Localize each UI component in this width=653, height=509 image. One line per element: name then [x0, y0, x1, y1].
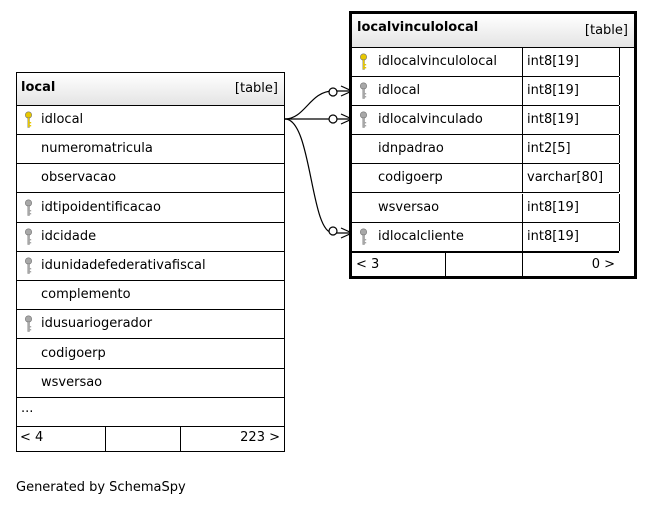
optional-marker	[328, 226, 338, 236]
table-header: localvinculolocal [table]	[352, 14, 634, 48]
column-row-codigoerp[interactable]: codigoerp	[17, 340, 284, 369]
column-name: idlocalcliente	[378, 228, 464, 244]
foreign-key-icon	[24, 257, 33, 274]
column-row-idlocalcliente[interactable]: idlocalcliente int8[19]	[352, 222, 620, 252]
children-count[interactable]: 223 >	[240, 430, 280, 445]
column-type: int8[19]	[527, 112, 579, 128]
column-name: idtipoidentificacao	[41, 199, 161, 215]
column-name: idunidadefederativafiscal	[41, 258, 206, 273]
table-header: local [table]	[17, 73, 284, 106]
more-columns-row: ...	[17, 398, 284, 427]
table-local[interactable]: local [table] idlocal numeromatricula obse…	[16, 72, 285, 452]
column-row-observacao[interactable]: observacao	[17, 164, 284, 194]
column-row-idusuariogerador[interactable]: idusuariogerador	[17, 310, 284, 340]
table-name: localvinculolocal	[357, 20, 479, 35]
column-row-numeromatricula[interactable]: numeromatricula	[17, 135, 284, 165]
column-name: idlocalvinculado	[378, 112, 483, 128]
parents-count[interactable]: < 4	[17, 426, 106, 452]
column-row-codigoerp[interactable]: codigoerp varchar[80]	[352, 164, 620, 194]
column-type: int2[5]	[527, 141, 571, 157]
parents-count[interactable]: < 3	[352, 253, 446, 279]
column-row-complemento[interactable]: complemento	[17, 281, 284, 311]
column-name: wsversao	[378, 199, 440, 215]
column-type: int8[19]	[527, 83, 579, 99]
foreign-key-icon	[359, 111, 368, 128]
column-name: complemento	[41, 287, 131, 303]
column-row-idlocalvinculolocal[interactable]: idlocalvinculolocal int8[19]	[352, 48, 620, 77]
optional-marker	[328, 114, 338, 124]
column-name: idcidade	[41, 228, 97, 244]
column-name: wsversao	[41, 374, 103, 390]
table-kind: [table]	[584, 23, 628, 38]
foreign-key-icon	[24, 228, 33, 245]
column-name: numeromatricula	[41, 141, 153, 157]
column-row-idunidadefederativafiscal[interactable]: idunidadefederativafiscal	[17, 252, 284, 281]
table-footer: < 4 223 >	[17, 426, 284, 452]
column-name: observacao	[41, 170, 117, 186]
column-type: int8[19]	[527, 54, 579, 69]
foreign-key-icon	[359, 82, 368, 99]
column-name: idusuariogerador	[41, 316, 153, 332]
footer-spacer	[445, 253, 523, 279]
optional-marker	[328, 87, 338, 97]
column-type: varchar[80]	[527, 170, 604, 186]
column-row-idlocal[interactable]: idlocal	[17, 106, 284, 135]
foreign-key-icon	[24, 199, 33, 216]
column-row-idlocal[interactable]: idlocal int8[19]	[352, 77, 620, 107]
table-localvinculolocal[interactable]: localvinculolocal [table] idlocalvinculo…	[349, 11, 637, 279]
primary-key-icon	[24, 111, 33, 128]
column-name: idlocal	[41, 112, 84, 127]
column-name: idlocal	[378, 83, 421, 99]
children-count[interactable]: 0 >	[591, 257, 615, 272]
column-name: codigoerp	[41, 345, 106, 361]
table-name: local	[21, 80, 56, 95]
column-row-idtipoidentificacao[interactable]: idtipoidentificacao	[17, 194, 284, 223]
table-footer: < 3 0 >	[352, 252, 619, 279]
generated-by-credit: Generated by SchemaSpy	[16, 480, 186, 495]
footer-spacer	[105, 426, 181, 452]
column-row-idlocalvinculado[interactable]: idlocalvinculado int8[19]	[352, 106, 620, 136]
column-name: idnpadrao	[378, 141, 444, 157]
column-row-wsversao[interactable]: wsversao int8[19]	[352, 193, 620, 223]
foreign-key-icon	[359, 228, 368, 245]
fk-line-idlocalcliente	[284, 118, 352, 234]
column-name: codigoerp	[378, 170, 443, 186]
table-kind: [table]	[234, 81, 278, 96]
primary-key-icon	[359, 53, 368, 70]
column-name: idlocalvinculolocal	[378, 54, 497, 69]
column-type: int8[19]	[527, 228, 579, 244]
column-row-idnpadrao[interactable]: idnpadrao int2[5]	[352, 135, 620, 165]
column-type: int8[19]	[527, 199, 579, 215]
column-row-wsversao[interactable]: wsversao	[17, 369, 284, 398]
foreign-key-icon	[24, 315, 33, 333]
column-row-idcidade[interactable]: idcidade	[17, 223, 284, 252]
